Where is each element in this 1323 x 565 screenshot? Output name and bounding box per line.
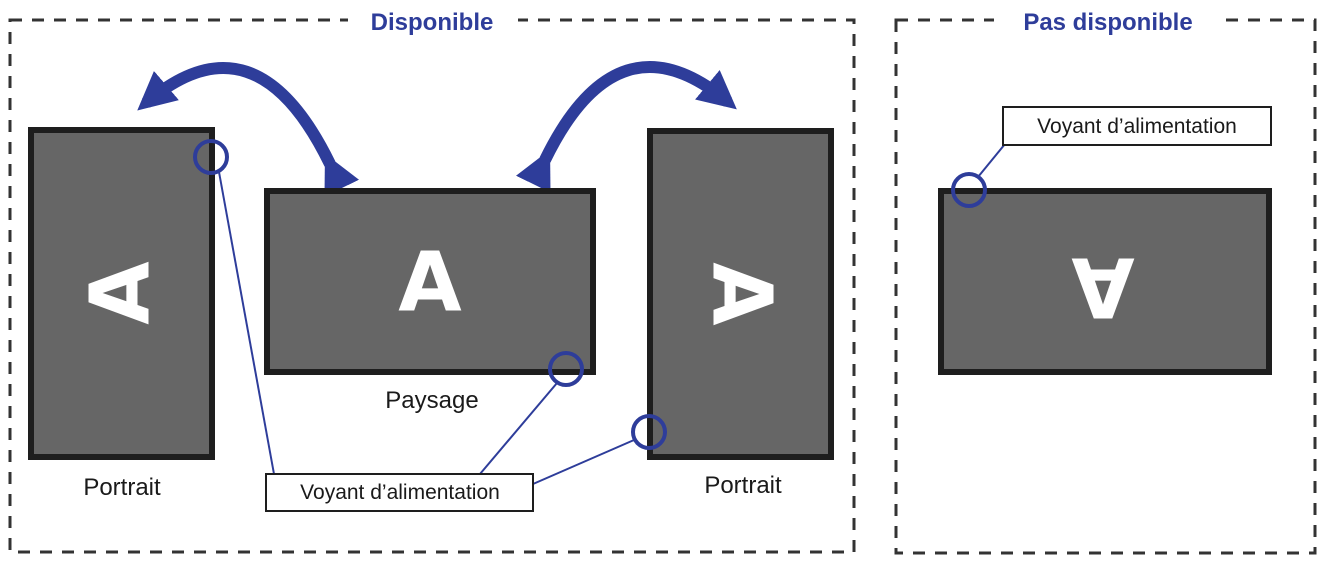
unavailable-callout-leader [977,143,1006,178]
portrait-left-frame [28,127,215,460]
available-callout-box [265,473,534,512]
landscape-glyph: A [398,236,462,331]
unavailable-callout-text: Voyant d’alimentation [1037,115,1237,138]
portrait-right-glyph: A [694,262,789,326]
portrait-left-label: Portrait [83,474,161,501]
unavailable-title-bg [994,2,1224,38]
upside-down-screen: A [938,172,1272,375]
callout-leader-middle [479,382,558,475]
available-panel: Disponible [8,2,856,554]
unavailable-callout-box [1002,106,1272,146]
upside-down-frame [938,188,1272,375]
unavailable-callout: Voyant d’alimentation [977,106,1272,178]
upside-down-glyph: A [1071,239,1135,334]
available-callout: Voyant d’alimentation [218,171,635,512]
available-title-bg [348,2,518,38]
callout-leader-left [218,171,275,475]
portrait-left-screen: A [28,127,229,460]
portrait-left-glyph: A [74,261,169,325]
portrait-right-frame [647,128,834,460]
landscape-frame [264,188,596,375]
portrait-right-label: Portrait [704,472,782,499]
upside-down-power-led [951,172,987,208]
rotate-arrow-right [515,61,737,193]
callout-leader-right [532,439,635,485]
landscape-label: Paysage [385,387,478,414]
portrait-right-power-led [631,414,667,450]
portrait-left-power-led [193,139,229,175]
available-callout-text: Voyant d’alimentation [300,481,500,504]
landscape-power-led [548,351,584,387]
unavailable-title: Pas disponible [1023,9,1192,36]
unavailable-panel: Pas disponible [894,2,1317,555]
portrait-right-screen: A [631,128,834,460]
rotate-arrow-left [137,62,360,197]
landscape-screen: A [264,188,596,387]
available-title: Disponible [371,9,494,36]
